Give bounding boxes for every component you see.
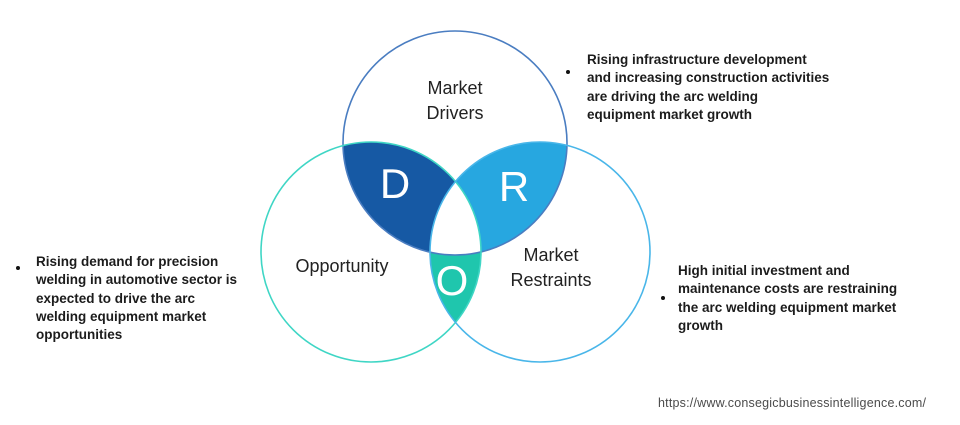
letter-r: R xyxy=(498,163,530,210)
label-market-restraints: Market Restraints xyxy=(510,245,592,290)
label-market-drivers: Market Drivers xyxy=(426,78,484,123)
note-opportunity: Rising demand for precision welding in a… xyxy=(36,254,238,343)
restraints-circle-outline xyxy=(429,141,651,363)
bullet-icon xyxy=(566,70,570,74)
bullet-icon xyxy=(16,266,20,270)
letter-o: O xyxy=(435,257,469,304)
source-url: https://www.consegicbusinessintelligence… xyxy=(658,396,927,410)
note-restraints: High initial investment and maintenance … xyxy=(678,263,898,333)
drivers-circle-outline xyxy=(342,30,568,256)
note-drivers: Rising infrastructure development and in… xyxy=(587,52,830,122)
opportunity-circle-outline xyxy=(260,141,482,363)
letter-d: D xyxy=(379,160,411,207)
bullet-icon xyxy=(661,296,665,300)
label-opportunity: Opportunity xyxy=(295,256,389,276)
